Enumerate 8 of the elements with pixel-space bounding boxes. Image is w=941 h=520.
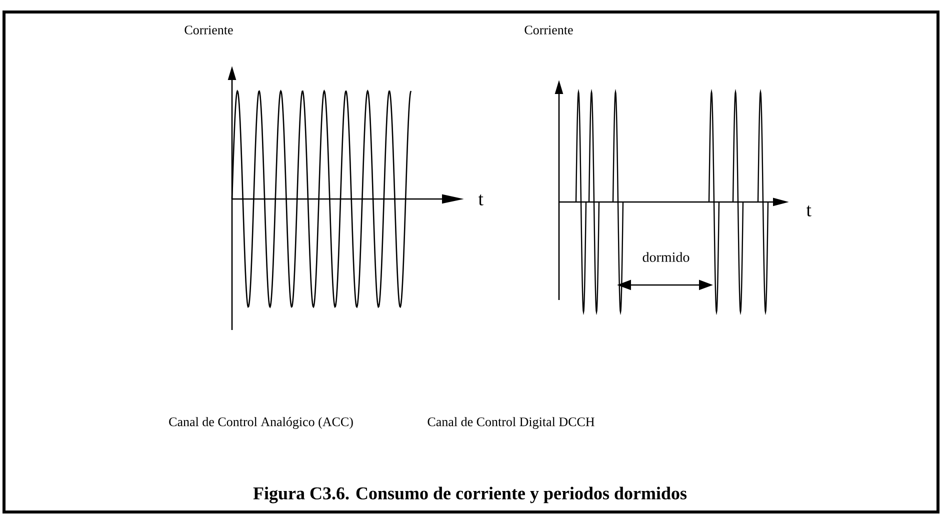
figure-caption: Figura C3.6. Consumo de corriente y periodos dormidos	[253, 486, 687, 504]
axis-label: Corriente	[184, 26, 233, 34]
chart-caption: Canal de Control Analógico (ACC)	[169, 417, 353, 429]
chart-caption: Canal de Control Digital DCCH	[428, 417, 594, 429]
axis-label: t	[478, 194, 484, 206]
dimension-label: dormido	[642, 252, 690, 262]
axis-label: t	[806, 206, 812, 216]
axis-label: Corriente	[524, 26, 573, 34]
